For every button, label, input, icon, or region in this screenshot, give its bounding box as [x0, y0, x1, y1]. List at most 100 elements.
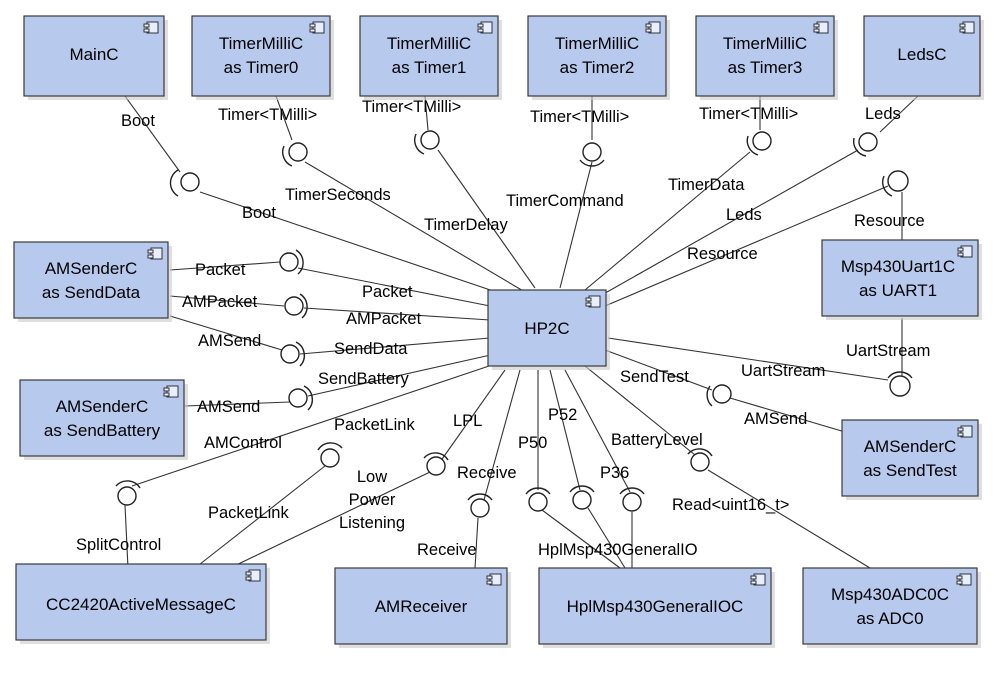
label-batterylevel: BatteryLevel [611, 431, 703, 449]
component-label: AMSenderC [56, 397, 149, 416]
label-timer-interface: Timer<TMilli> [699, 105, 798, 123]
component-ledsc[interactable]: LedsC [863, 15, 984, 100]
socket-p52 [569, 485, 595, 510]
socket-lpl [423, 452, 449, 476]
component-label: as SendData [42, 283, 141, 302]
label-read: Read<uint16_t> [672, 496, 789, 514]
component-timer1[interactable]: TimerMilliC as Timer1 [359, 15, 502, 100]
component-icon [957, 245, 973, 258]
component-timer3[interactable]: TimerMilliC as Timer3 [695, 15, 838, 100]
component-icon [477, 21, 493, 34]
component-label: as UART1 [859, 281, 937, 300]
component-label: TimerMilliC [723, 34, 807, 53]
label-splitcontrol: SplitControl [76, 536, 161, 554]
component-label: TimerMilliC [219, 34, 303, 53]
socket-timer0 [281, 142, 308, 167]
label-timerdata: TimerData [668, 176, 745, 194]
component-icon [143, 21, 159, 34]
socket-splitcontrol [115, 480, 141, 506]
label-sendtest: SendTest [620, 368, 689, 386]
interface-labels: Boot Boot Timer<TMilli> Timer<TMilli> Ti… [76, 98, 930, 559]
component-amsender-sendbattery[interactable]: AMSenderC as SendBattery [19, 379, 188, 460]
socket-timer1 [413, 130, 440, 155]
component-hplmsp430generalioc[interactable]: HplMsp430GeneralIOC [538, 567, 775, 648]
label-resource: Resource [687, 245, 758, 263]
component-label: AMSenderC [864, 437, 957, 456]
component-label: HplMsp430GeneralIOC [567, 597, 744, 616]
socket-p50 [525, 487, 551, 512]
component-label: as Timer1 [392, 58, 467, 77]
component-icon [309, 21, 325, 34]
socket-amsend-test [706, 384, 732, 407]
sockets [115, 130, 913, 518]
label-boot: Boot [121, 112, 155, 130]
label-uartstream: UartStream [846, 342, 930, 360]
label-timerseconds: TimerSeconds [285, 186, 391, 204]
component-icon [163, 385, 179, 398]
component-timer2[interactable]: TimerMilliC as Timer2 [527, 15, 670, 100]
label-sendbattery: SendBattery [318, 370, 410, 388]
component-label: AMReceiver [375, 597, 468, 616]
wires [124, 95, 919, 569]
socket-receive [467, 493, 493, 518]
socket-timer3 [746, 131, 772, 156]
label-low-power-listening: Power [349, 491, 396, 509]
component-label: as ADC0 [856, 609, 923, 628]
socket-amsend-data [280, 341, 306, 367]
component-amsender-sendtest[interactable]: AMSenderC as SendTest [841, 419, 982, 500]
label-amsend: AMSend [198, 332, 261, 350]
component-icon [486, 573, 502, 586]
component-icon [750, 573, 766, 586]
component-label: as SendTest [863, 461, 957, 480]
label-amsend: AMSend [197, 398, 260, 416]
label-lpl: LPL [453, 412, 482, 430]
label-amsend: AMSend [744, 410, 807, 428]
label-p36: P36 [600, 464, 629, 482]
socket-uartstream [887, 371, 913, 397]
component-hp2c[interactable]: HP2C [487, 289, 610, 370]
component-label: as Timer2 [560, 58, 635, 77]
label-hplmsp430generalio: HplMsp430GeneralIO [538, 541, 698, 559]
label-senddata: SendData [334, 340, 408, 358]
label-packetlink: PacketLink [208, 504, 289, 522]
label-timer-interface: Timer<TMilli> [362, 98, 461, 116]
component-label: LedsC [897, 45, 946, 64]
component-icon [147, 247, 163, 260]
component-label: as Timer0 [224, 58, 299, 77]
component-timer0[interactable]: TimerMilliC as Timer0 [191, 15, 334, 100]
socket-packet [279, 249, 304, 275]
component-mainc[interactable]: MainC [23, 15, 168, 100]
label-resource: Resource [854, 212, 925, 230]
component-label: CC2420ActiveMessageC [46, 595, 236, 614]
label-timer-interface: Timer<TMilli> [530, 108, 629, 126]
component-msp430uart1c[interactable]: Msp430Uart1C as UART1 [821, 239, 982, 320]
socket-leds [852, 132, 878, 157]
label-ampacket: AMPacket [182, 293, 258, 311]
component-amsender-senddata[interactable]: AMSenderC as SendData [13, 241, 172, 322]
label-boot: Boot [242, 204, 276, 222]
socket-boot [169, 169, 200, 197]
socket-packetlink [317, 442, 343, 468]
label-packet: Packet [362, 283, 413, 301]
label-timerdelay: TimerDelay [424, 216, 508, 234]
component-icon [245, 569, 261, 582]
label-low-power-listening: Listening [339, 514, 405, 532]
component-label: HP2C [524, 319, 569, 338]
label-ampacket: AMPacket [346, 310, 422, 328]
component-label: as Timer3 [728, 58, 803, 77]
label-timercommand: TimerCommand [506, 192, 624, 210]
component-icon [585, 295, 601, 308]
label-receive: Receive [457, 464, 517, 482]
component-icon [957, 425, 973, 438]
socket-resource [881, 170, 909, 197]
component-icon [956, 573, 972, 586]
label-uartstream: UartStream [741, 362, 825, 380]
component-label: TimerMilliC [387, 34, 471, 53]
label-p52: P52 [548, 406, 577, 424]
component-cc2420activemessagec[interactable]: CC2420ActiveMessageC [15, 563, 270, 644]
component-amreceiver[interactable]: AMReceiver [334, 567, 511, 648]
component-label: MainC [69, 45, 118, 64]
label-amcontrol: AMControl [204, 434, 282, 452]
component-msp430adc0c[interactable]: Msp430ADC0C as ADC0 [802, 567, 981, 648]
